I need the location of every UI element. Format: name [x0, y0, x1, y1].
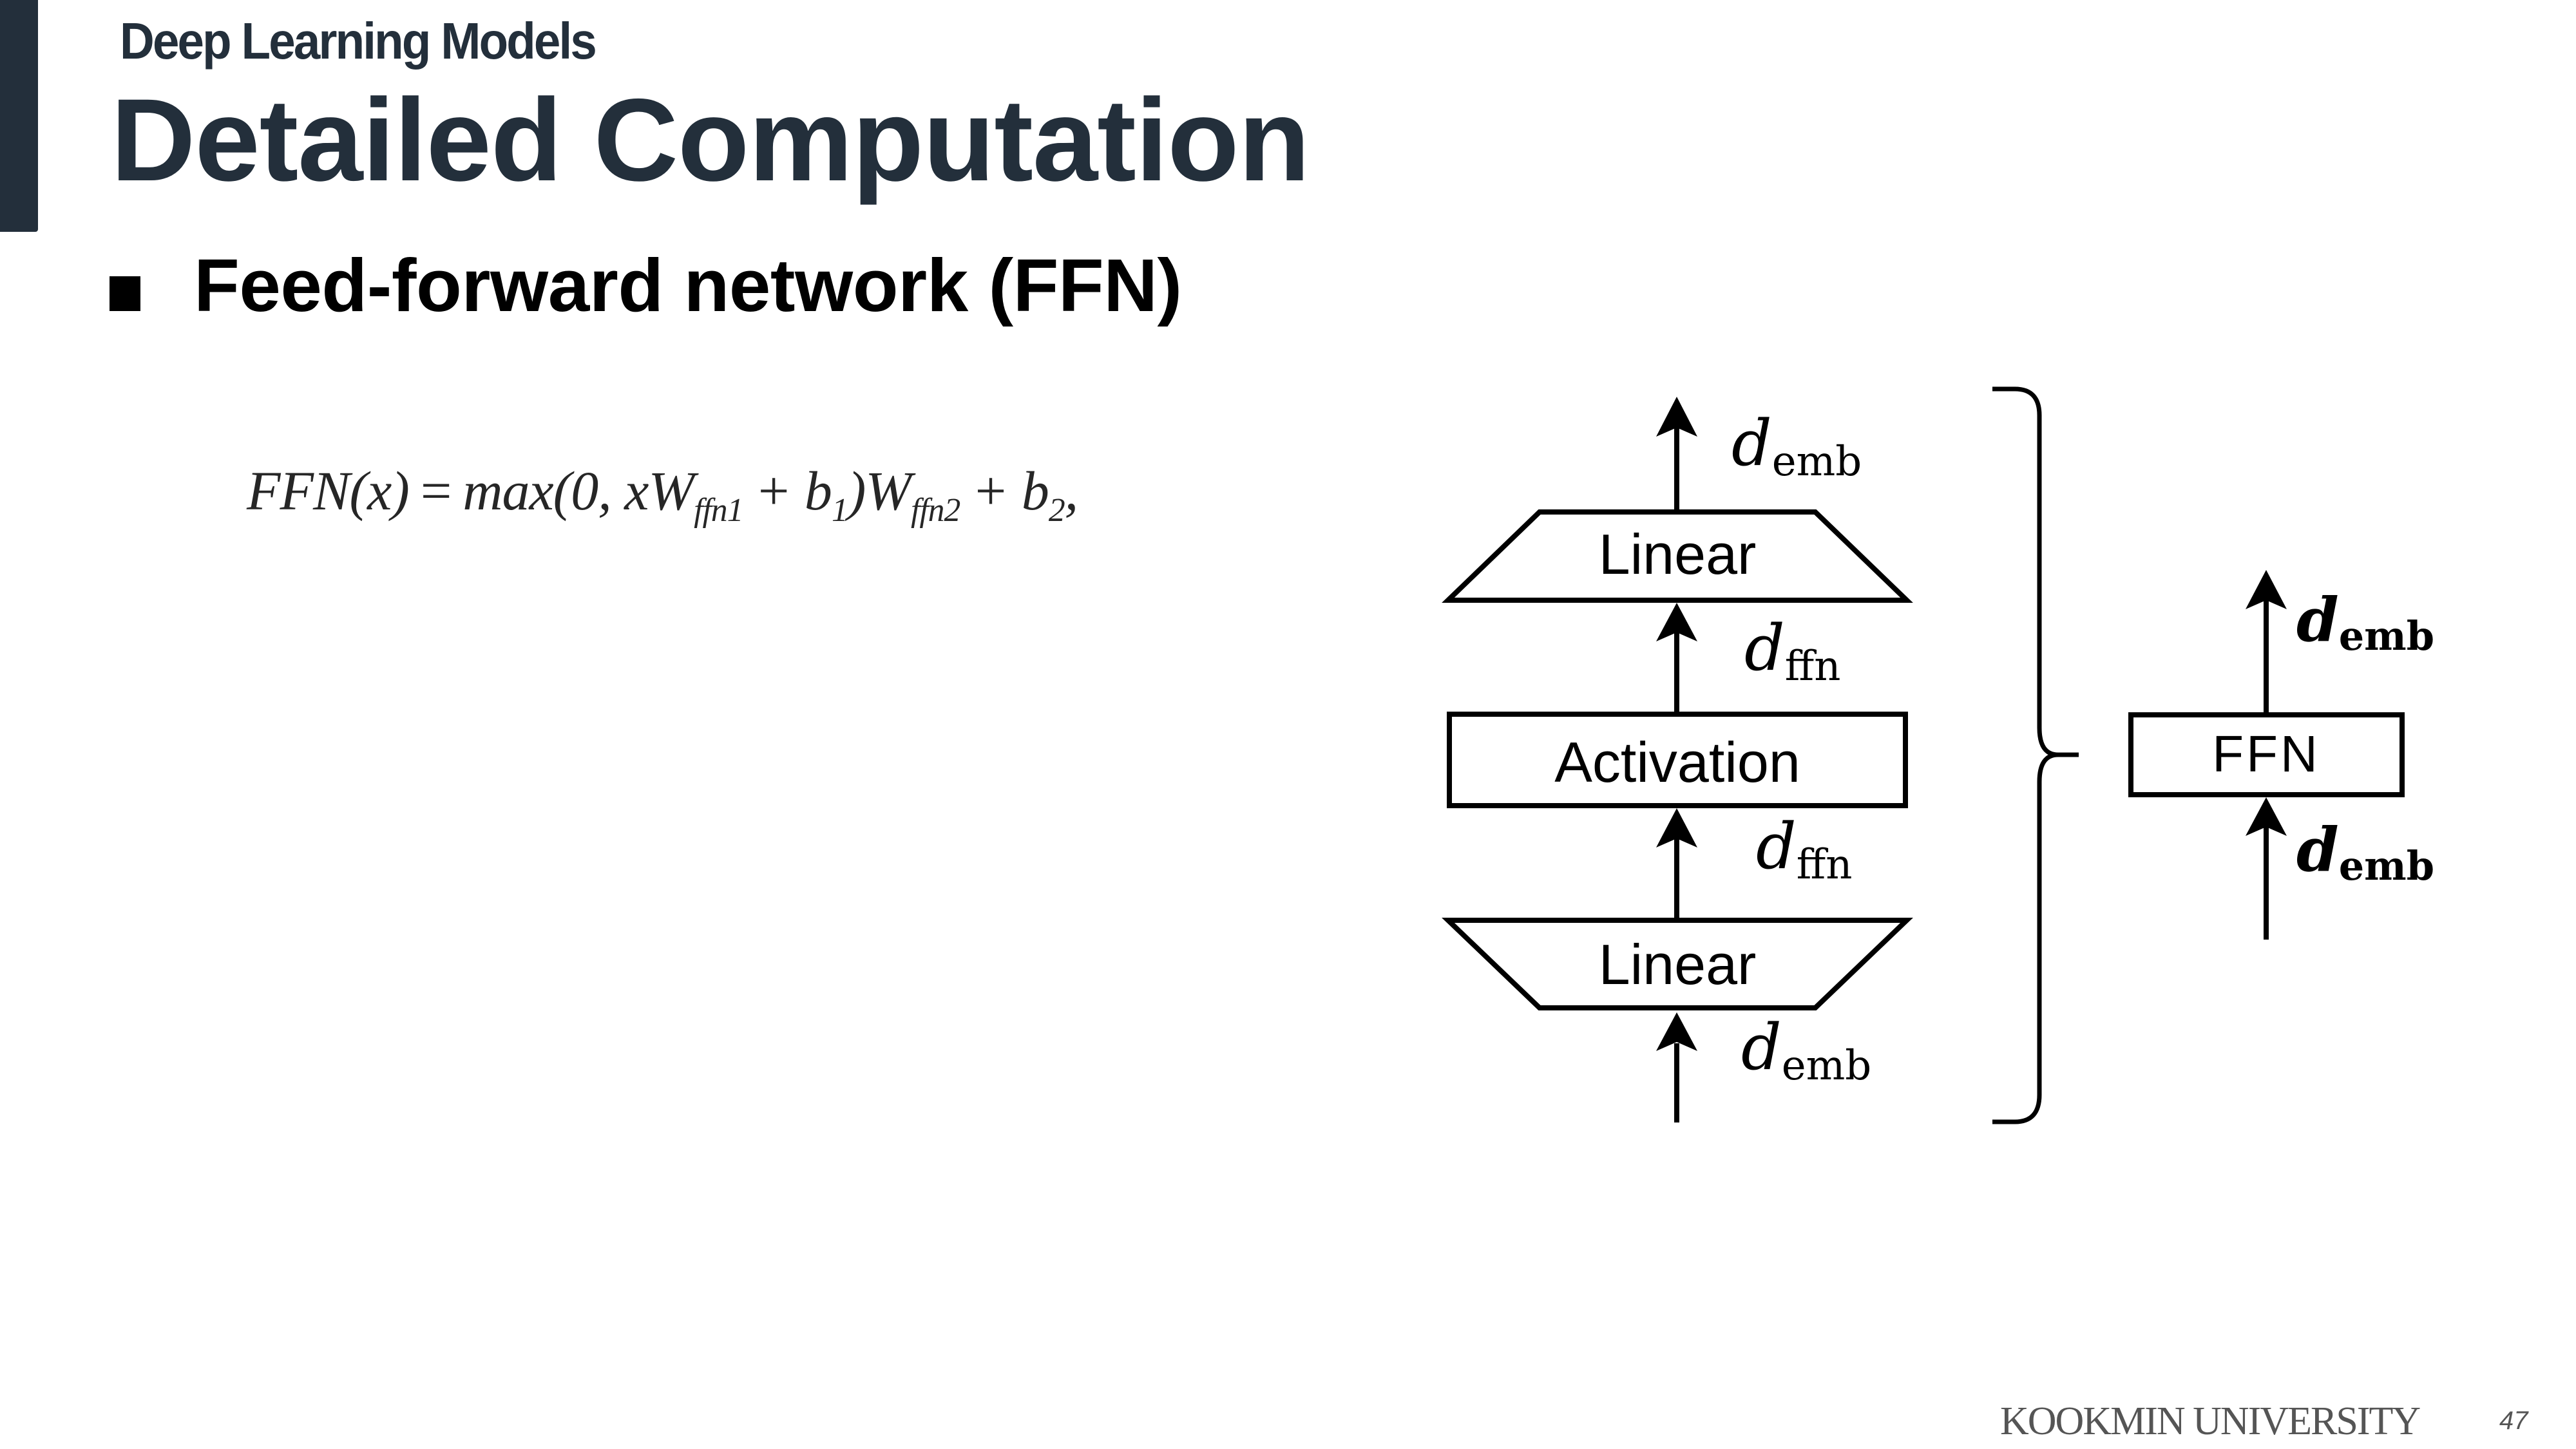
compact-output-dim-label: demb: [2296, 585, 2434, 659]
compact-input-dim-subscript: emb: [2339, 842, 2434, 889]
formula-w2-subscript: ffn2: [911, 492, 960, 529]
detailed-ffn-stack: [1442, 397, 1913, 1122]
upper-hidden-dim-subscript: ffn: [1785, 643, 1841, 690]
square-bullet-icon: [110, 276, 140, 311]
output-dim-subscript: emb: [1772, 438, 1862, 486]
lower-hidden-dim-subscript: ffn: [1797, 841, 1853, 889]
hidden-arrowhead-upper-icon: [1656, 603, 1697, 641]
grouping-brace-icon: [1992, 386, 2079, 1124]
formula-trailing-comma: ,: [1064, 460, 1078, 522]
input-dim-symbol: d: [1741, 1011, 1782, 1084]
compact-input-dim-label: demb: [2296, 815, 2434, 889]
compact-input-dim-symbol: d: [2296, 815, 2339, 886]
ffn-formula: FFN(x)=max(0, xWffn1+ b1)Wffn2+ b2,: [247, 459, 1078, 527]
compact-ffn-label: FFN: [2212, 725, 2320, 782]
hidden-arrowhead-lower-icon: [1656, 808, 1697, 848]
lower-hidden-dim-symbol: d: [1756, 810, 1797, 884]
compact-output-dim-symbol: d: [2296, 585, 2339, 656]
compact-ffn-block: [2128, 712, 2405, 797]
compact-output-arrowhead-icon: [2246, 570, 2287, 609]
input-dim-label: demb: [1741, 1011, 1871, 1090]
formula-lhs: FFN(x): [247, 460, 410, 522]
compact-input-arrowhead-icon: [2246, 797, 2287, 836]
output-dim-label: demb: [1732, 407, 1862, 486]
formula-w1-subscript: ffn1: [694, 492, 743, 529]
activation-block: [1447, 712, 1908, 808]
output-dim-symbol: d: [1732, 407, 1772, 480]
formula-equals: =: [420, 460, 452, 522]
input-arrowhead-icon: [1656, 1012, 1697, 1051]
upper-hidden-dim-label: dffn: [1744, 612, 1840, 690]
page-title: Detailed Computation: [111, 74, 1310, 205]
bottom-linear-block: [1442, 918, 1913, 1010]
formula-b1-subscript: 1: [831, 492, 848, 529]
formula-w2: )W: [847, 460, 911, 522]
top-linear-label: Linear: [1599, 522, 1757, 586]
compact-ffn: [2128, 570, 2405, 940]
upper-hidden-dim-symbol: d: [1744, 612, 1785, 685]
output-arrowhead-icon: [1656, 397, 1697, 437]
input-dim-subscript: emb: [1782, 1042, 1872, 1090]
bottom-linear-label: Linear: [1599, 933, 1757, 996]
bullet-text: Feed-forward network (FFN): [194, 243, 1182, 327]
activation-label: Activation: [1554, 730, 1800, 794]
formula-plus-b2: + b: [971, 460, 1049, 522]
lower-hidden-dim-label: dffn: [1756, 810, 1852, 889]
compact-output-dim-subscript: emb: [2339, 612, 2434, 659]
formula-plus-b1: + b: [754, 460, 832, 522]
university-logo-text: KOOKMIN UNIVERSITY: [2000, 1399, 2421, 1443]
formula-b2-subscript: 2: [1048, 492, 1065, 529]
bullet-item: Feed-forward network (FFN): [110, 242, 1182, 328]
title-accent-bar: [0, 0, 38, 232]
top-linear-block: [1442, 509, 1913, 603]
page-number: 47: [2499, 1406, 2528, 1435]
formula-max: max(0, xW: [463, 460, 694, 522]
section-label: Deep Learning Models: [120, 12, 597, 70]
